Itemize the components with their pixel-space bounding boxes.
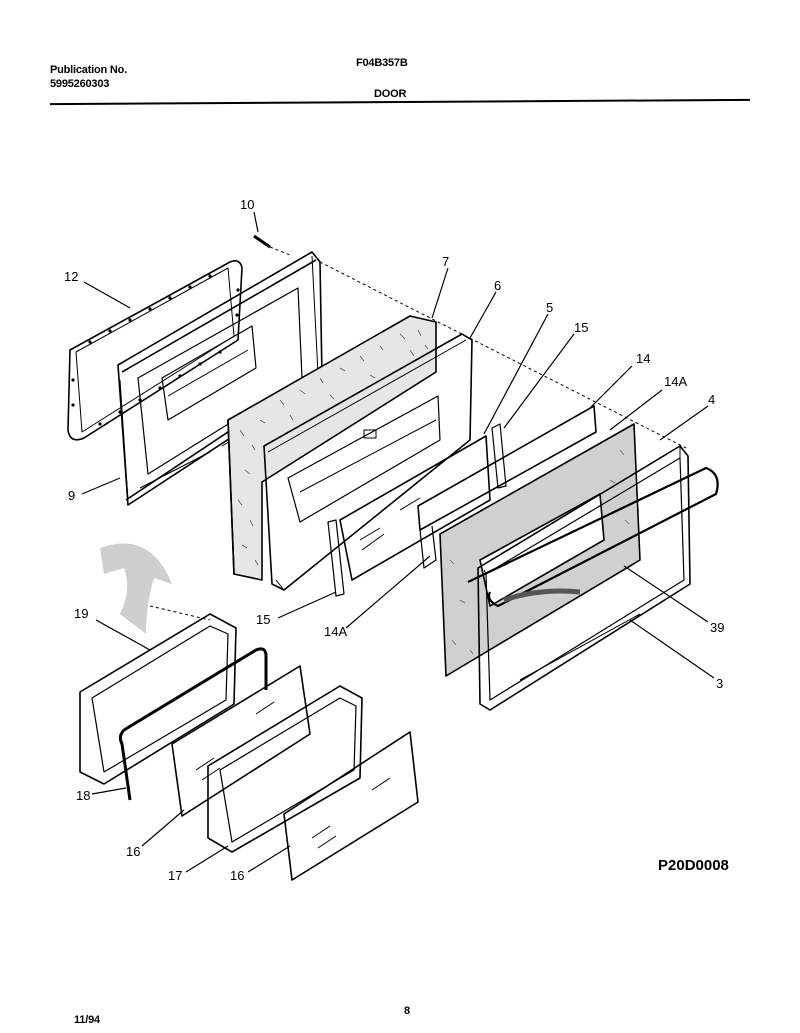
callout-18: 18	[76, 788, 90, 803]
callout-6: 6	[494, 278, 501, 293]
glass-spacer-part	[207, 685, 363, 853]
callout-15-upper: 15	[574, 320, 588, 335]
inner-door-frame-part	[117, 251, 323, 506]
callout-3: 3	[716, 676, 723, 691]
callout-19: 19	[74, 606, 88, 621]
callout-10: 10	[240, 197, 254, 212]
inner-panel-part	[263, 333, 473, 591]
footer-date: 11/94	[74, 1014, 100, 1026]
footer-page-number: 8	[404, 1005, 410, 1017]
callout-39: 39	[710, 620, 724, 635]
model-number: F04B357B	[356, 57, 408, 69]
inner-glass-part	[327, 423, 507, 597]
callout-5: 5	[546, 300, 553, 315]
screw-part	[253, 234, 291, 256]
insulation-part	[227, 315, 437, 581]
callout-16-lower: 16	[230, 868, 244, 883]
callout-16-upper: 16	[126, 844, 140, 859]
section-title: DOOR	[374, 88, 407, 100]
callout-7: 7	[442, 254, 449, 269]
callout-12: 12	[64, 269, 78, 284]
callout-14a-lower: 14A	[324, 624, 347, 639]
drawing-code: P20D0008	[658, 857, 729, 874]
callout-9: 9	[68, 488, 75, 503]
door-glass-part	[283, 731, 419, 881]
callout-4: 4	[708, 392, 715, 407]
callout-15-lower: 15	[256, 612, 270, 627]
orientation-arrow	[100, 543, 172, 634]
callout-14a-upper: 14A	[664, 374, 687, 389]
callout-14: 14	[636, 351, 650, 366]
door-glass-part	[171, 665, 311, 817]
callout-17: 17	[168, 868, 182, 883]
glass-gasket-part	[118, 647, 268, 801]
deflector-strip-part	[417, 405, 597, 569]
publication-number: 5995260303	[50, 78, 110, 90]
outer-door-frame-part	[467, 445, 719, 711]
window-screen-part	[439, 423, 641, 677]
publication-label: Publication No.	[50, 64, 128, 76]
